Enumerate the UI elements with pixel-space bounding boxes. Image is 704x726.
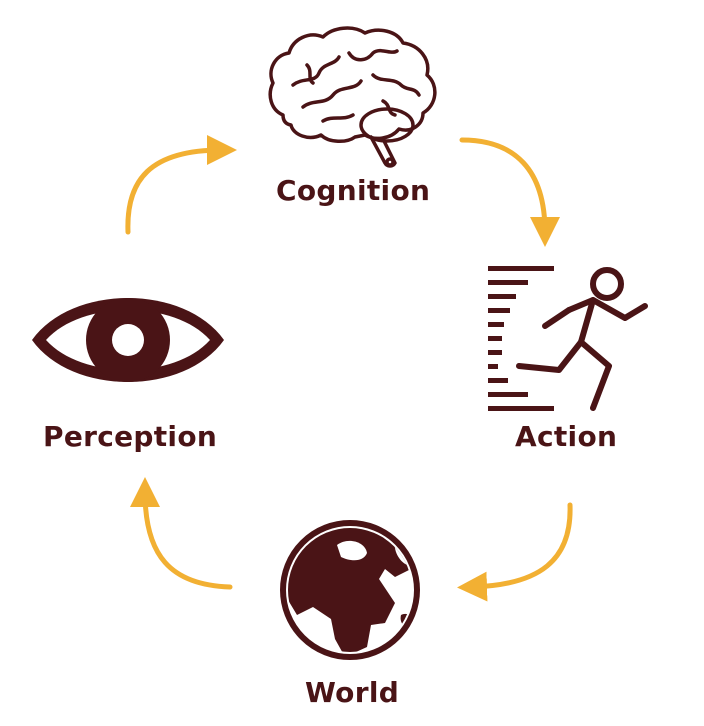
perception-label: Perception [43,420,218,453]
arrow-perception-to-cognition [125,135,237,235]
world-label: World [305,676,400,709]
arrow-action-to-world [457,502,573,602]
action-label: Action [515,420,618,453]
arrow-world-to-perception [130,477,233,590]
globe-icon [280,520,420,660]
brain-icon [268,26,437,168]
cognition-label: Cognition [276,174,431,207]
arrow-cognition-to-action [459,137,560,247]
running-person-icon [488,266,648,411]
eye-icon [32,298,224,382]
